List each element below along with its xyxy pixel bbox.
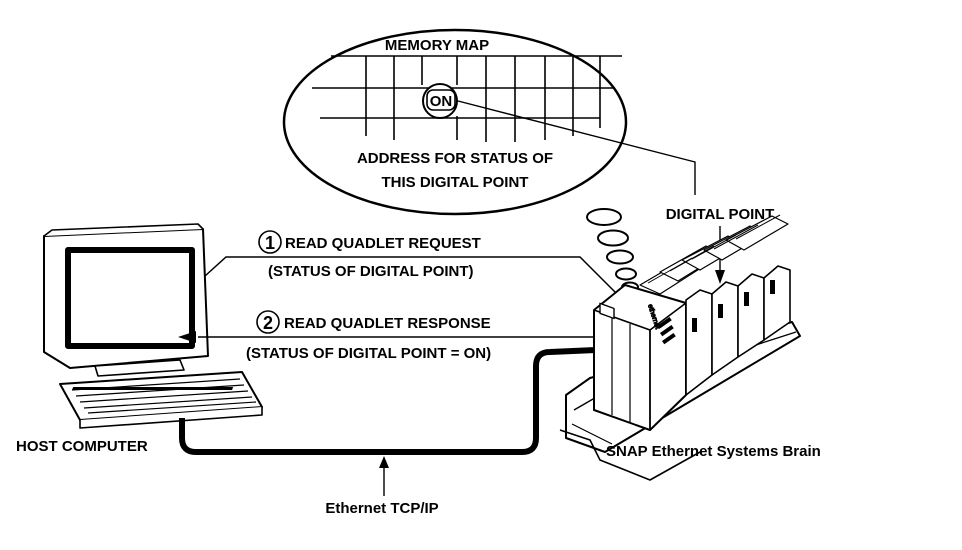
- terminal-blocks: [639, 215, 789, 295]
- monitor-base: [94, 359, 185, 377]
- memory-cell-on: [426, 89, 456, 111]
- step1-number: 1: [265, 233, 275, 253]
- step2-number: 2: [263, 313, 273, 333]
- network-label: Ethernet TCP/IP: [325, 500, 438, 517]
- memory-map-title: MEMORY MAP: [385, 37, 489, 54]
- memory-cell-on-label: ON: [430, 93, 453, 110]
- step1-line2: (STATUS OF DIGITAL POINT): [268, 263, 474, 280]
- snap-rack: ethernet: [559, 214, 801, 481]
- memory-map-bubble: MEMORY MAP ON ADDRESS FOR STATUS OF THIS…: [282, 28, 628, 216]
- memory-map-caption-line1: ADDRESS FOR STATUS OF: [357, 150, 553, 167]
- memory-to-point-leader: [457, 100, 696, 195]
- request-line: [204, 256, 626, 303]
- brain-label: SNAP Ethernet Systems Brain: [606, 443, 821, 460]
- digital-point-label: DIGITAL POINT: [666, 206, 775, 223]
- host-computer: [43, 223, 263, 429]
- monitor-screen: [65, 247, 195, 349]
- response-arrowhead: [178, 331, 196, 343]
- memory-map-caption-line2: THIS DIGITAL POINT: [382, 174, 529, 191]
- step2-line2: (STATUS OF DIGITAL POINT = ON): [246, 345, 491, 362]
- step2-line1: READ QUADLET RESPONSE: [284, 315, 491, 332]
- step1-badge: [258, 230, 282, 254]
- ethernet-cable: [179, 347, 597, 455]
- memory-map-ellipse: [282, 28, 628, 216]
- network-arrowhead: [379, 456, 389, 468]
- host-computer-label: HOST COMPUTER: [16, 438, 148, 455]
- memory-map-grid: [312, 55, 622, 142]
- module-labels: [692, 280, 775, 332]
- step2-badge: [256, 310, 280, 334]
- digital-point-arrowhead: [715, 270, 725, 284]
- brain-port: [599, 302, 615, 320]
- thought-bubbles: [586, 208, 639, 293]
- step1-line1: READ QUADLET REQUEST: [285, 235, 481, 252]
